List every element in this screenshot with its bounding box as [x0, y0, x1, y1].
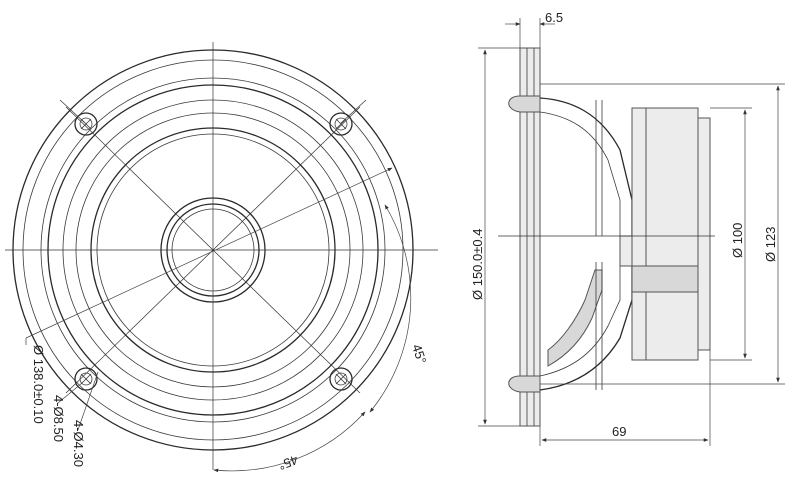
hole-leader-2 — [77, 371, 99, 431]
angle-arc-bottom — [213, 411, 366, 473]
magnet — [645, 107, 699, 361]
hole-leader-1 — [57, 382, 83, 404]
overall-diameter-dimension: Ø 150.0±0.4 — [470, 229, 485, 300]
hole-outer-dimension: 4-Ø8.50 — [51, 395, 66, 442]
basket-lower — [539, 262, 633, 391]
flange-thickness-dimension: 6.5 — [545, 10, 563, 25]
frame-diameter-dimension: Ø 123 — [763, 227, 778, 262]
surround-top — [508, 95, 541, 113]
magnet-diameter-dimension: Ø 100 — [730, 223, 745, 258]
angle-bottom-label: 45° — [276, 452, 300, 473]
mounting-hole-top-left — [74, 112, 98, 136]
angle-arc-right — [369, 204, 412, 413]
basket-upper — [539, 97, 633, 236]
mounting-circle-leader — [25, 167, 393, 339]
magnet-top-plate — [631, 107, 647, 361]
surround-bottom — [508, 375, 541, 393]
side-view: 6.5 Ø 150.0±0.4 Ø 100 Ø 123 69 — [470, 10, 785, 446]
mounting-circle-dimension: Ø 138.0±0.10 — [31, 345, 46, 424]
hole-inner-dimension: 4-Ø4.30 — [71, 420, 86, 467]
front-view: Ø 138.0±0.10 4-Ø8.50 4-Ø4.30 45° 45° — [5, 42, 438, 473]
diagonal-line-2 — [65, 106, 361, 394]
cone-hatched — [547, 269, 603, 367]
magnet-inner-lower — [631, 265, 699, 293]
mounting-hole-bottom-left — [74, 367, 98, 391]
flange — [519, 47, 541, 427]
angle-right-label: 45° — [409, 342, 429, 365]
mounting-hole-top-right — [329, 112, 353, 136]
magnet-back-plate — [697, 117, 711, 351]
depth-dimension: 69 — [612, 424, 626, 439]
mounting-hole-bottom-right — [329, 367, 353, 391]
